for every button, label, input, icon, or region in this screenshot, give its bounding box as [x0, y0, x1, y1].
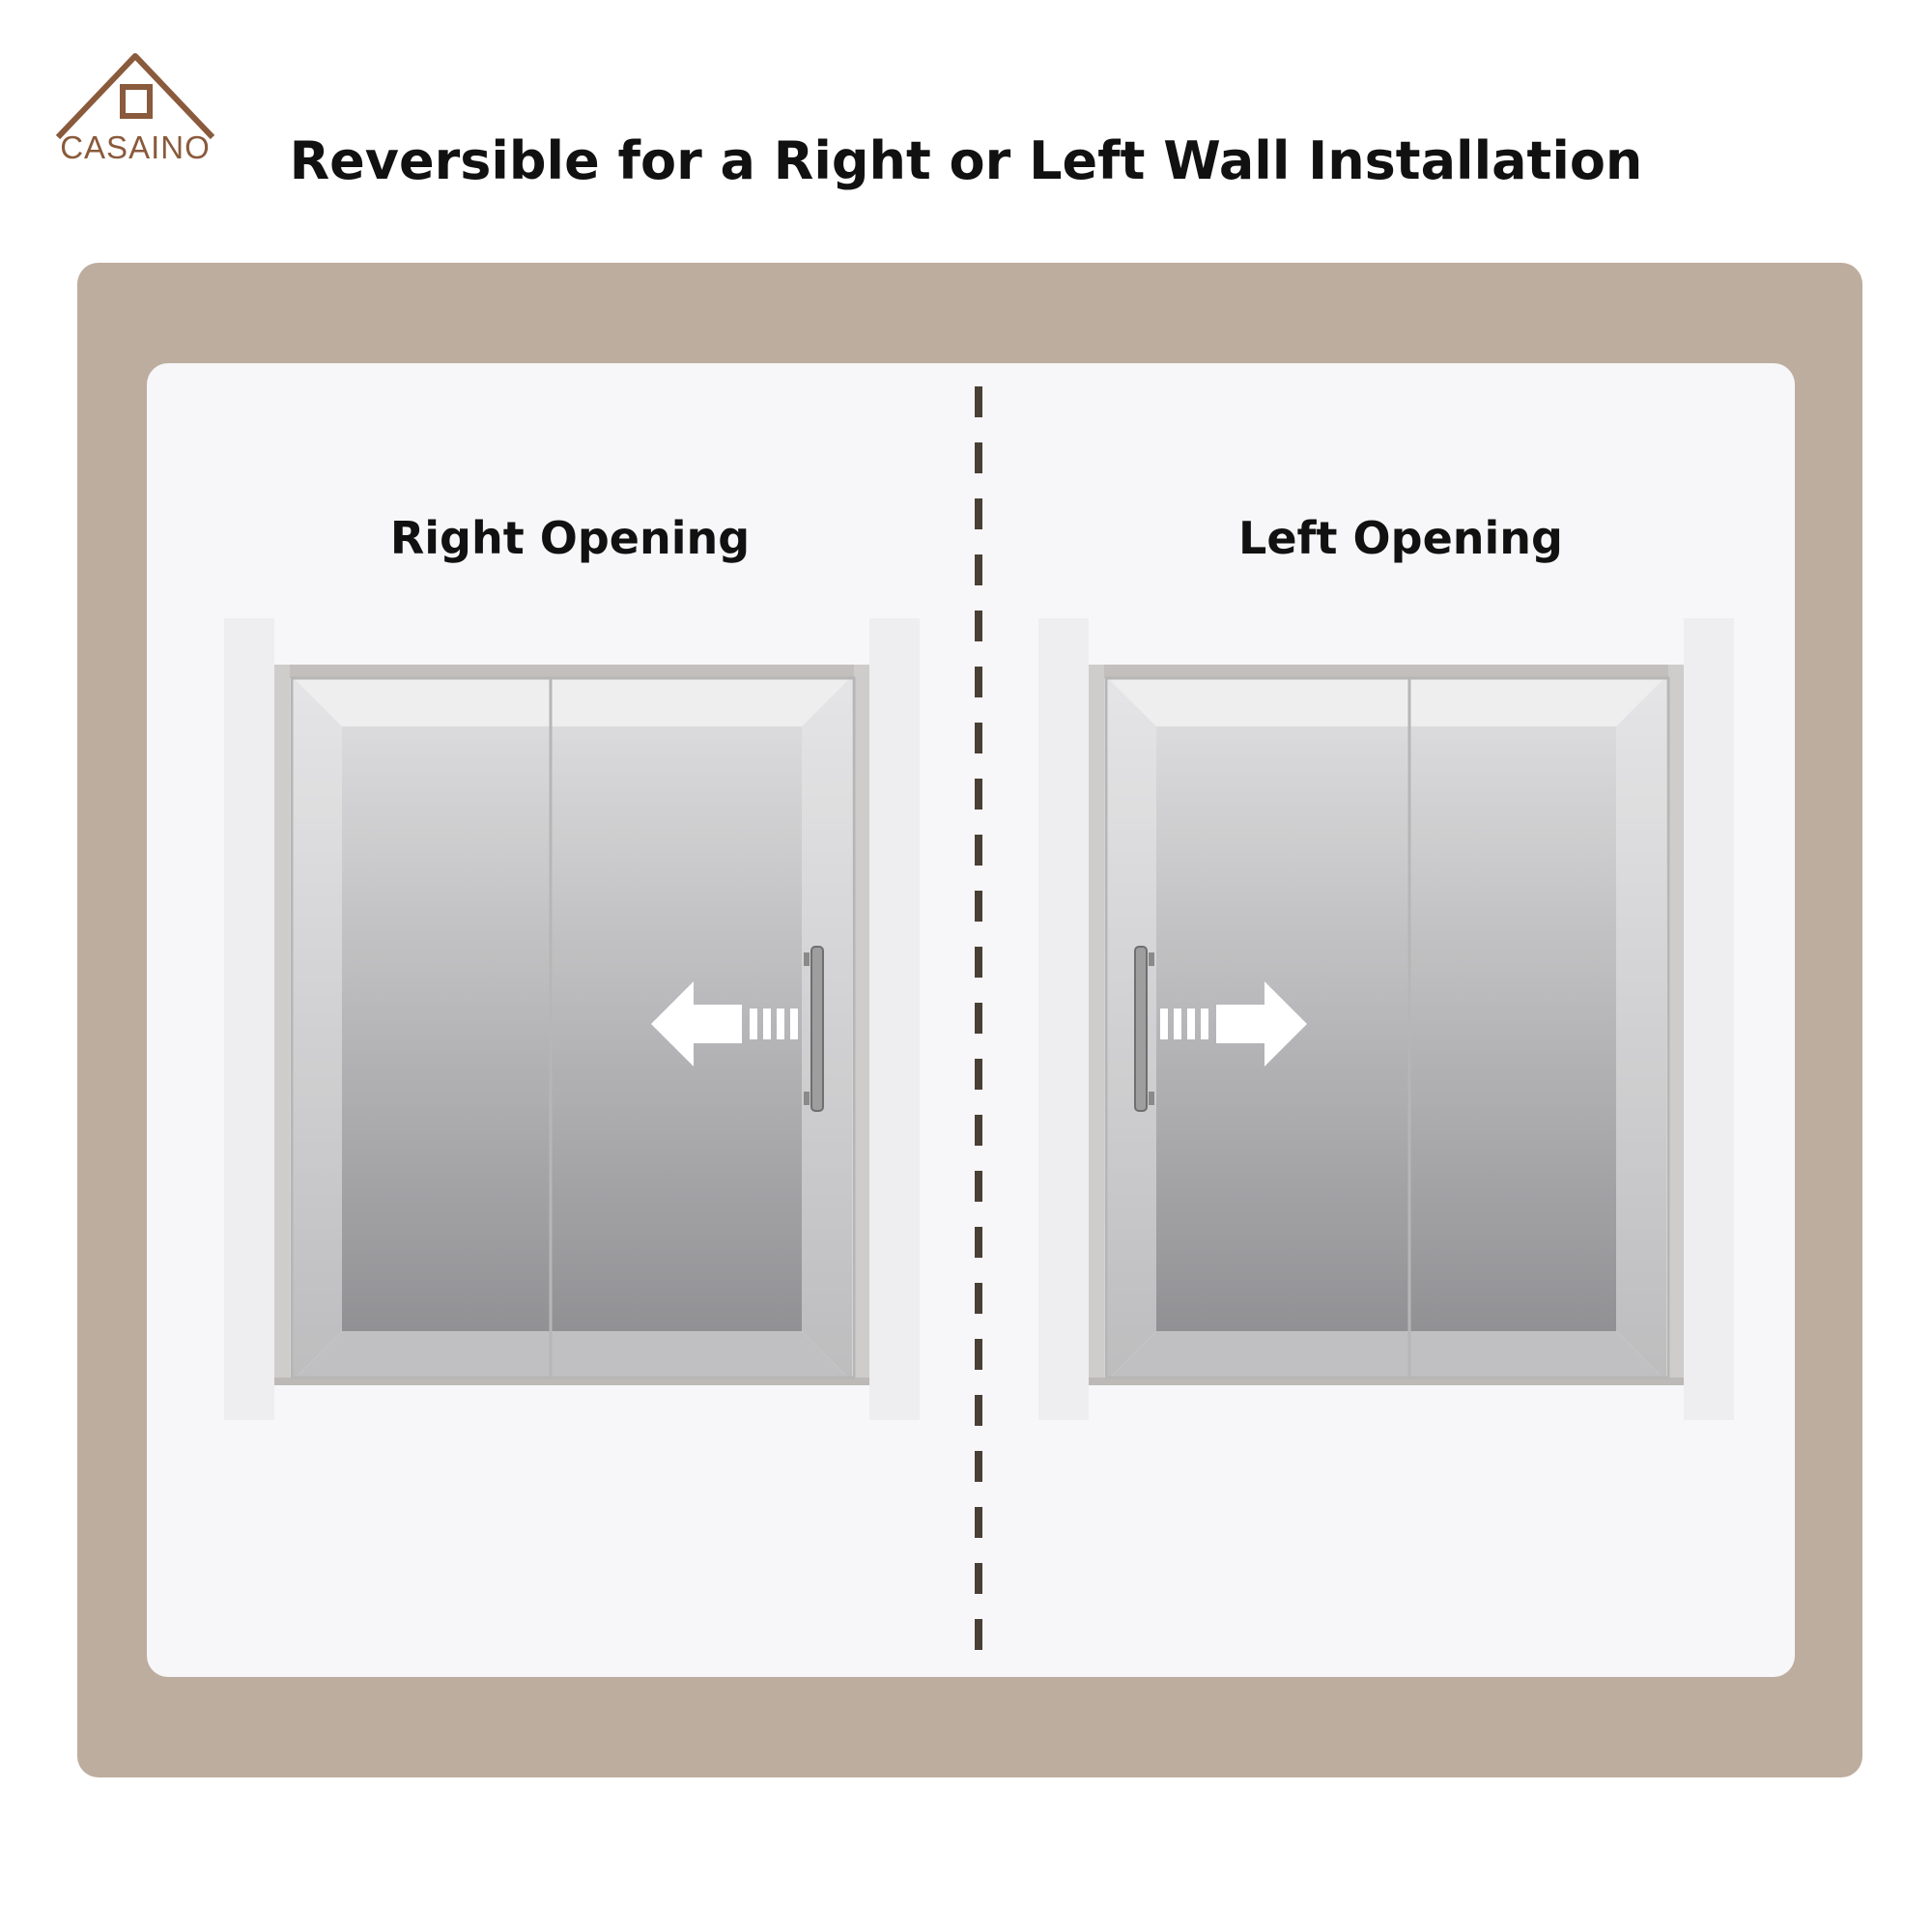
page-title: Reversible for a Right or Left Wall Inst…	[289, 130, 1643, 191]
right-opening-shower	[224, 618, 920, 1420]
house-logo-icon	[55, 53, 215, 140]
arrow-right-icon	[1160, 981, 1307, 1066]
left-opening-shower	[1038, 618, 1734, 1420]
right-opening-label: Right Opening	[389, 512, 751, 564]
brand-name: CASAINO	[60, 129, 211, 165]
brand-logo: CASAINO	[39, 48, 232, 174]
dashed-divider	[975, 386, 982, 1660]
arrow-left-icon	[651, 981, 798, 1066]
left-opening-label: Left Opening	[1238, 512, 1563, 564]
